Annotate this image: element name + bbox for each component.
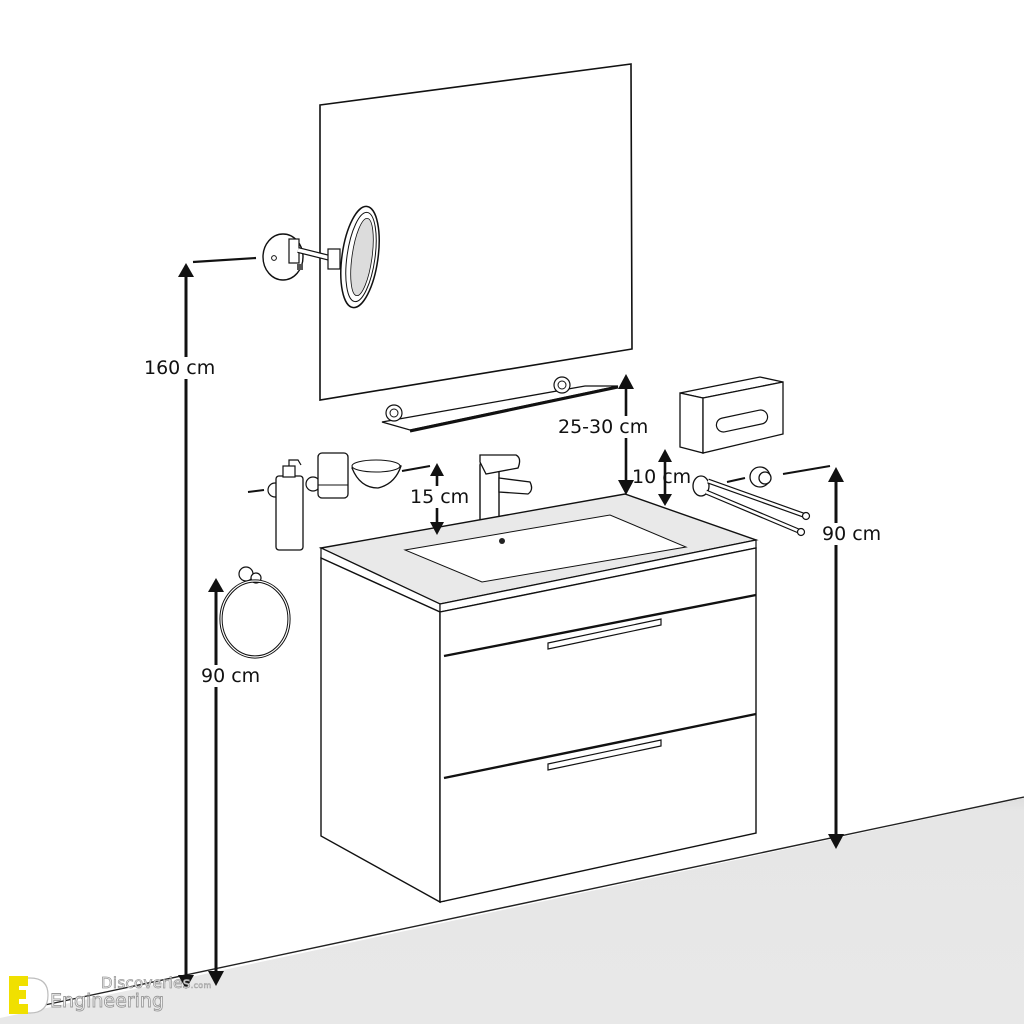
watermark-engineering: Engineering [50, 990, 165, 1013]
watermark-suffix: .com [190, 981, 212, 991]
dimension-label-10cm: 10 cm [632, 466, 692, 488]
soap-dispenser [267, 459, 304, 551]
accessories-rail [247, 465, 431, 493]
watermark-discoveries: Discoveries.com [101, 974, 212, 993]
robe-hook [726, 465, 831, 488]
dimension-label-25-30cm: 25-30 cm [556, 416, 651, 438]
dimension-label-90cm-right: 90 cm [820, 523, 884, 545]
wall-mirror [319, 63, 633, 401]
dimension-label-160cm: 160 cm [142, 357, 218, 379]
dimension-160cm [178, 256, 257, 989]
faucet [479, 454, 533, 525]
dimension-label-90cm-left: 90 cm [199, 665, 263, 687]
engineering-discoveries-logo-icon [9, 976, 49, 1014]
tumbler-holder [305, 452, 349, 499]
tissue-box [679, 376, 784, 454]
floor [0, 796, 1024, 1024]
dimension-10cm [658, 449, 672, 506]
watermark-line1: Discoveries [101, 974, 191, 993]
magnifying-mirror [262, 205, 380, 309]
double-towel-bar [692, 475, 811, 537]
soap-dish [351, 459, 402, 489]
glass-shelf [381, 376, 619, 433]
vanity-cabinet [318, 493, 759, 904]
towel-ring [219, 566, 291, 659]
dimension-90cm-left [208, 578, 224, 986]
dimension-label-15cm: 15 cm [408, 486, 472, 508]
